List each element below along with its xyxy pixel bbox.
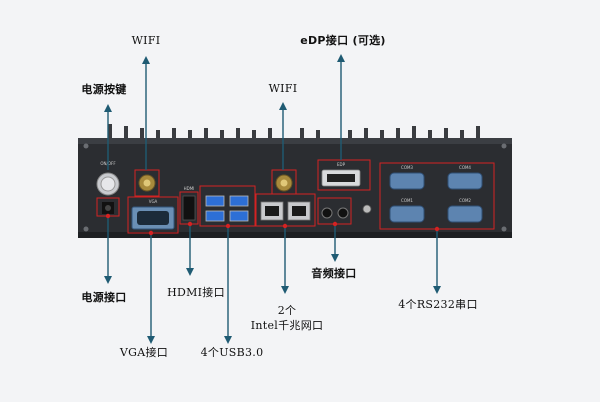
hdmi-label: HDMI接口 [167, 286, 225, 299]
usb-label: 4个USB3.0 [200, 346, 264, 359]
wifi-antenna-middle [275, 174, 293, 192]
edp-label: eDP接口 (可选) [300, 34, 386, 47]
edp-highlight [317, 159, 371, 191]
power-button-label: 电源按键 [81, 83, 127, 96]
vga-small-label: VGA [149, 199, 158, 204]
hdmi-port [182, 195, 196, 221]
edp-port [321, 169, 361, 187]
edp-small-label: EDP [337, 162, 346, 167]
wifi-middle-label: WIFI [268, 82, 298, 95]
ground-screw [362, 204, 372, 214]
lan-label-line1: 2个 [277, 304, 297, 317]
lan-label-line2: Intel千兆网口 [250, 319, 324, 332]
audio-label: 音频接口 [311, 267, 357, 280]
com4-small-label: COM4 [459, 165, 471, 170]
wifi-left-highlight [134, 169, 160, 197]
power-button [96, 172, 120, 196]
hdmi-small-label: HDMI [184, 186, 195, 191]
heatsink-fins [108, 124, 480, 140]
rs232-label: 4个RS232串口 [398, 298, 478, 311]
com1-small-label: COM1 [401, 198, 413, 203]
com3-small-label: COM3 [401, 165, 413, 170]
com2-small-label: COM2 [459, 198, 471, 203]
audio-jacks [321, 207, 349, 219]
callout-dots [105, 213, 440, 236]
vga-port [131, 206, 175, 230]
wifi-antenna-left [138, 174, 156, 192]
com-ports [389, 172, 483, 223]
lan-ports [260, 201, 311, 221]
callout-arrows [104, 54, 441, 344]
power-port-label: 电源接口 [81, 291, 127, 304]
vga-label: VGA接口 [119, 346, 169, 359]
wifi-left-label: WIFI [131, 34, 161, 47]
usb-ports [205, 195, 249, 222]
power-jack [102, 202, 114, 214]
